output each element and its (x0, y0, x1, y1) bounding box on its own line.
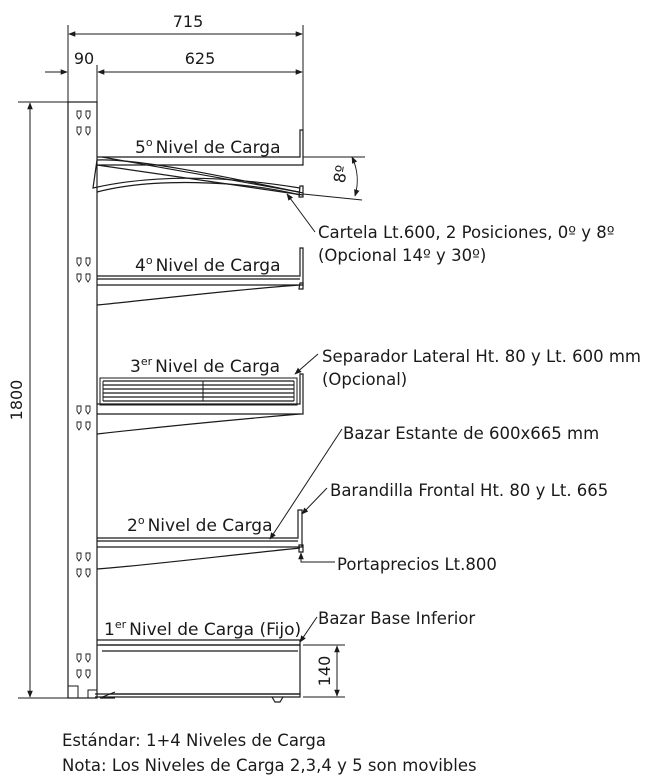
dim-1800-label: 1800 (7, 380, 26, 421)
callout-cartela-line1: Cartela Lt.600, 2 Posiciones, 0º y 8º (318, 223, 615, 242)
dim-715-label: 715 (173, 12, 204, 31)
dim-625-label: 625 (185, 49, 216, 68)
callout-cartela-line2: (Opcional 14º y 30º) (318, 246, 486, 265)
leader-bazar-base (299, 616, 318, 643)
dim-90-label: 90 (74, 49, 94, 68)
shelf-level-1 (95, 639, 301, 703)
leader-bazar-estante (269, 428, 343, 540)
shelf-level-5 (92, 129, 304, 198)
dim-140-label: 140 (315, 656, 334, 687)
upright-slots (76, 110, 91, 679)
leader-portaprecios (298, 552, 335, 563)
shelf-level-4 (96, 247, 304, 306)
callout-portaprecios: Portaprecios Lt.800 (337, 555, 497, 574)
leader-separador (294, 353, 319, 375)
leader-barandilla (301, 487, 328, 515)
note-movable: Nota: Los Niveles de Carga 2,3,4 y 5 son… (62, 756, 477, 775)
callout-barandilla: Barandilla Frontal Ht. 80 y Lt. 665 (330, 481, 608, 500)
callout-bazar-estante: Bazar Estante de 600x665 mm (343, 424, 599, 443)
shelf-level-3 (96, 373, 304, 435)
angle-arc (351, 156, 360, 197)
callout-bazar-base: Bazar Base Inferior (318, 609, 475, 628)
callout-separador-line1: Separador Lateral Ht. 80 y Lt. 600 mm (322, 347, 641, 366)
angle-label: 8º (330, 164, 352, 185)
callout-separador-line2: (Opcional) (322, 370, 407, 389)
leader-cartela (286, 193, 316, 233)
shelf-level-2 (96, 509, 304, 570)
upright (67, 101, 98, 699)
note-standard: Estándar: 1+4 Niveles de Carga (62, 731, 327, 750)
